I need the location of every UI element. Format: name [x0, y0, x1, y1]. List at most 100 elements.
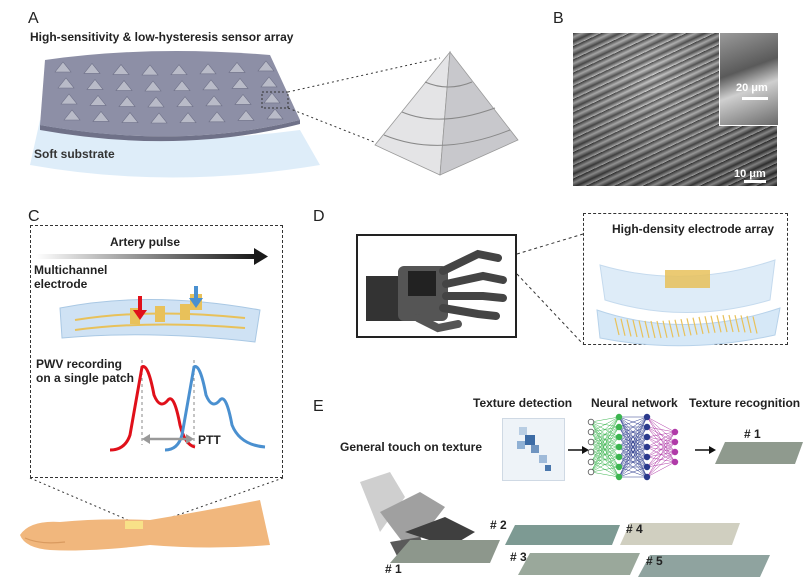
nn-edge [618, 466, 648, 478]
nn-node [615, 413, 623, 421]
nn-node [615, 433, 623, 441]
nn-edge [646, 431, 676, 468]
nn-edge [618, 436, 648, 478]
nn-edge [646, 431, 676, 438]
nn-node [643, 473, 651, 481]
sensor-array-illustration [30, 50, 519, 178]
recognized-texture-label: # 1 [744, 427, 761, 441]
nn-node [643, 413, 651, 421]
texture-samples [390, 523, 770, 577]
electrode-trace [668, 320, 674, 338]
general-touch-label: General touch on texture [340, 440, 483, 454]
nn-edge [646, 431, 676, 478]
micro-pyramid [263, 92, 281, 104]
electrode-trace [692, 317, 698, 335]
nn-node [671, 438, 679, 446]
nn-node [671, 458, 679, 466]
electrode-trace [638, 320, 644, 338]
sem-main-scale-label: 10 μm [734, 168, 766, 180]
nn-node [587, 458, 595, 466]
nn-node [643, 463, 651, 471]
nn-edge [590, 436, 620, 473]
nn-edge [590, 416, 620, 453]
electrode-label: electrode [34, 277, 88, 291]
nn-edge [646, 461, 676, 478]
micro-pyramid [208, 111, 226, 123]
electrode-trace [698, 316, 704, 335]
nn-edge [618, 416, 648, 428]
electrode-trace [614, 317, 620, 336]
texture-sample-4 [620, 523, 740, 545]
nn-node [615, 423, 623, 431]
nn-node [587, 448, 595, 456]
texture-detection-label: Texture detection [473, 396, 573, 410]
sem-inset-scale-bar [742, 97, 768, 100]
micro-pyramid [92, 110, 110, 122]
panel-letter-b: B [553, 10, 564, 27]
micro-pyramid [144, 80, 162, 92]
nn-edge [590, 471, 620, 478]
electrode-trace [632, 319, 638, 338]
micro-pyramid [54, 61, 72, 73]
micro-pyramid [205, 95, 223, 107]
sem-main-scale-bar [744, 180, 766, 183]
robot-hand-icon [366, 249, 507, 333]
micro-pyramid [234, 93, 252, 105]
texture-sample-2 [505, 525, 620, 545]
neural-network-label: Neural network [591, 396, 678, 410]
nn-edge [618, 416, 648, 448]
electrode-trace [752, 316, 758, 334]
micro-pyramid [112, 64, 130, 75]
nn-edge [590, 446, 620, 473]
nn-edge [618, 416, 648, 468]
micro-pyramid [228, 61, 246, 73]
nn-edge [590, 416, 620, 433]
panel-letter-a: A [28, 10, 39, 27]
micro-pyramid [121, 112, 139, 123]
nn-edge [618, 446, 648, 478]
nn-node [615, 473, 623, 481]
nn-node [587, 468, 595, 476]
nn-node [615, 453, 623, 461]
pwv-label-line2: on a single patch [36, 371, 135, 385]
electrode-trace [722, 314, 728, 333]
nn-node [587, 438, 595, 446]
electrode-trace [734, 314, 740, 333]
micro-pyramid [237, 109, 255, 121]
sem-inset [719, 33, 778, 126]
panel-letter-d: D [313, 208, 325, 225]
wrist-zoom-lines [29, 477, 284, 524]
nn-edge [646, 426, 676, 433]
nn-edge [590, 416, 620, 463]
red-pulse-waveform [109, 365, 196, 452]
texture-sample-5 [638, 555, 770, 577]
electrode-trace [644, 320, 650, 338]
electrode-trace [728, 314, 734, 333]
nn-edge [646, 431, 676, 448]
electrode-trace [656, 320, 662, 339]
micro-pyramid [147, 96, 165, 108]
nn-node [671, 428, 679, 436]
nn-node [587, 418, 595, 426]
micro-pyramid [86, 78, 104, 90]
pwv-label-line1: PWV recording [36, 357, 123, 371]
nn-edge [646, 431, 676, 458]
electrode-trace [716, 315, 722, 333]
electrode-trace [704, 316, 710, 334]
nn-edge [590, 416, 620, 423]
micro-pyramid [118, 96, 136, 107]
electrode-trace [746, 315, 752, 334]
sample-label-3: # 3 [510, 550, 527, 564]
micro-pyramid [83, 62, 101, 74]
texture-heatmap [502, 418, 565, 481]
nn-node [643, 453, 651, 461]
panel-d-zoom-lines [516, 233, 584, 345]
robot-hand-frame [356, 234, 517, 338]
recognized-texture-sample [715, 442, 803, 464]
nn-edge [590, 466, 620, 473]
nn-edge [590, 426, 620, 473]
nn-edge [590, 416, 620, 473]
texture-sample-3 [518, 553, 640, 575]
multichannel-electrode-patch [59, 286, 261, 343]
nn-node [671, 448, 679, 456]
